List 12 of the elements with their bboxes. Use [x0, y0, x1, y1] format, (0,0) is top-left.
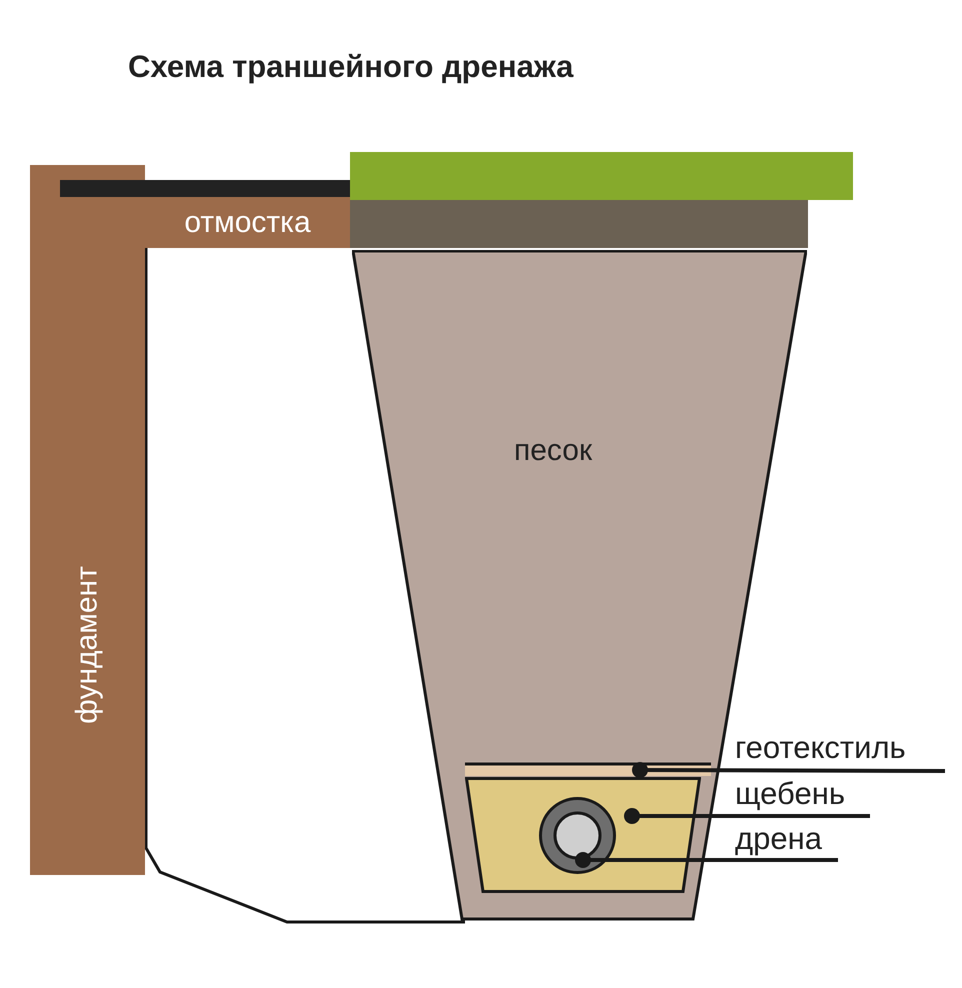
band-label: отмостка: [184, 205, 311, 241]
leader-line: [575, 852, 838, 868]
diagram-title: Схема траншейного дренажа: [128, 48, 574, 86]
callout-label: щебень: [735, 777, 845, 811]
blind-area-band: [145, 197, 350, 248]
callout-label: геотекстиль: [735, 731, 906, 765]
foundation-wall: [30, 165, 145, 875]
leader-line: [632, 762, 945, 778]
layer-label: песок: [514, 433, 592, 469]
leader-line: [624, 808, 870, 824]
callout-label: дрена: [735, 822, 822, 856]
wall-label: фундамент: [70, 566, 104, 724]
